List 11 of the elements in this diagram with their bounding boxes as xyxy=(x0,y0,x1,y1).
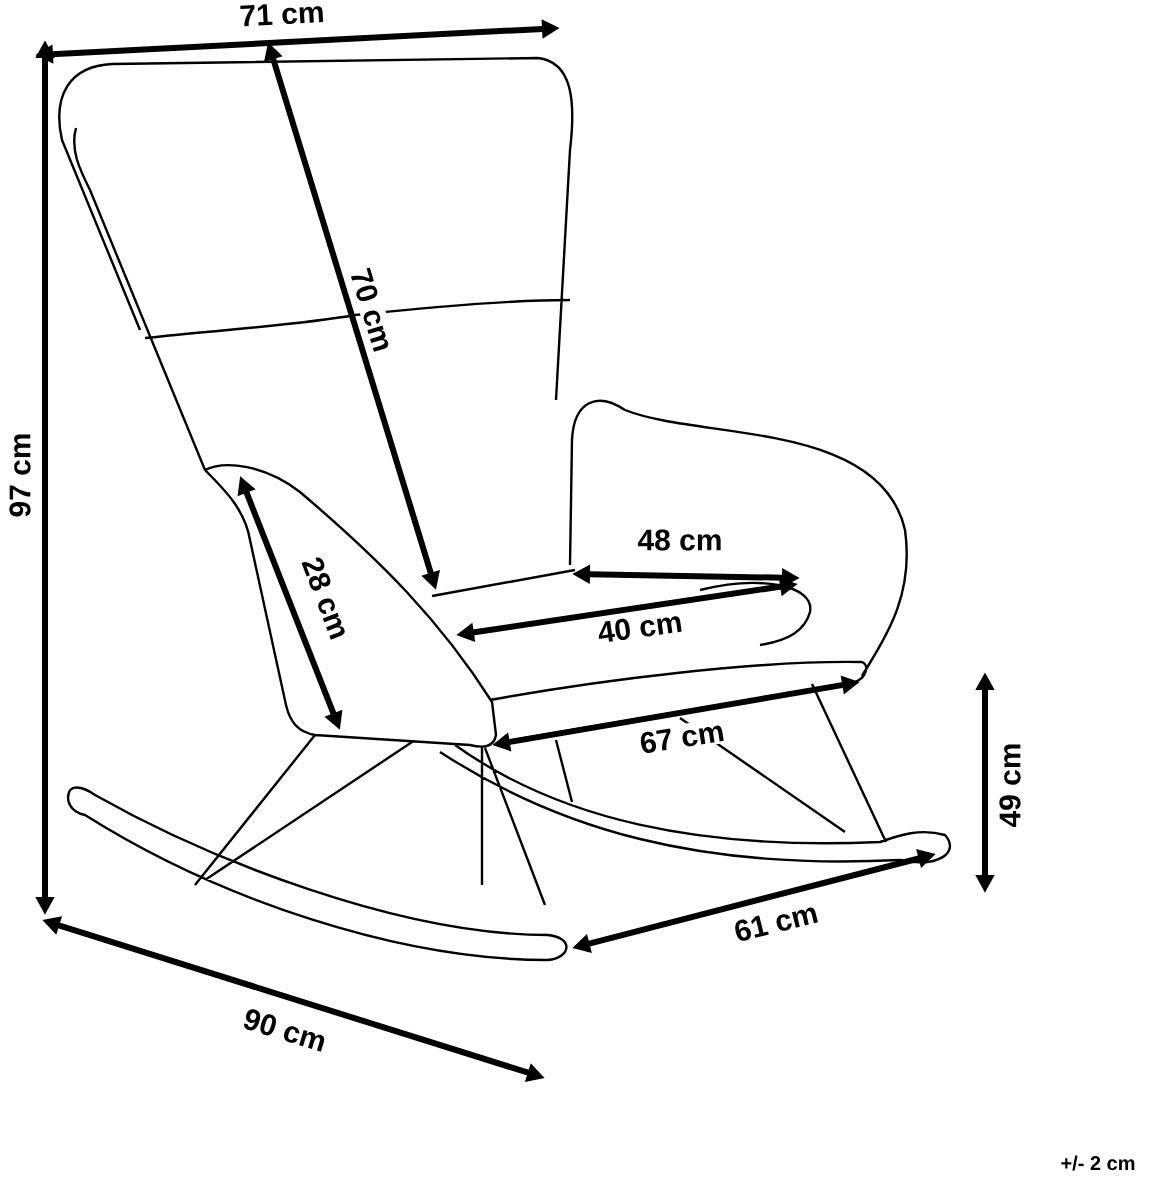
dimension-label: 67 cm xyxy=(636,717,728,757)
dimension-label: 48 cm xyxy=(635,527,725,553)
dimension-label: 70 cm xyxy=(346,263,398,357)
dimension-label: 61 cm xyxy=(729,899,823,945)
dimension-label: 28 cm xyxy=(298,551,354,645)
dimension-label: 49 cm xyxy=(997,740,1023,830)
dimension-label: 40 cm xyxy=(594,608,686,646)
dimension-label: 71 cm xyxy=(236,0,328,29)
dimension-label: 90 cm xyxy=(238,1004,332,1056)
dimension-label: 97 cm xyxy=(7,430,33,520)
dimension-label: +/- 2 cm xyxy=(1058,1153,1138,1173)
